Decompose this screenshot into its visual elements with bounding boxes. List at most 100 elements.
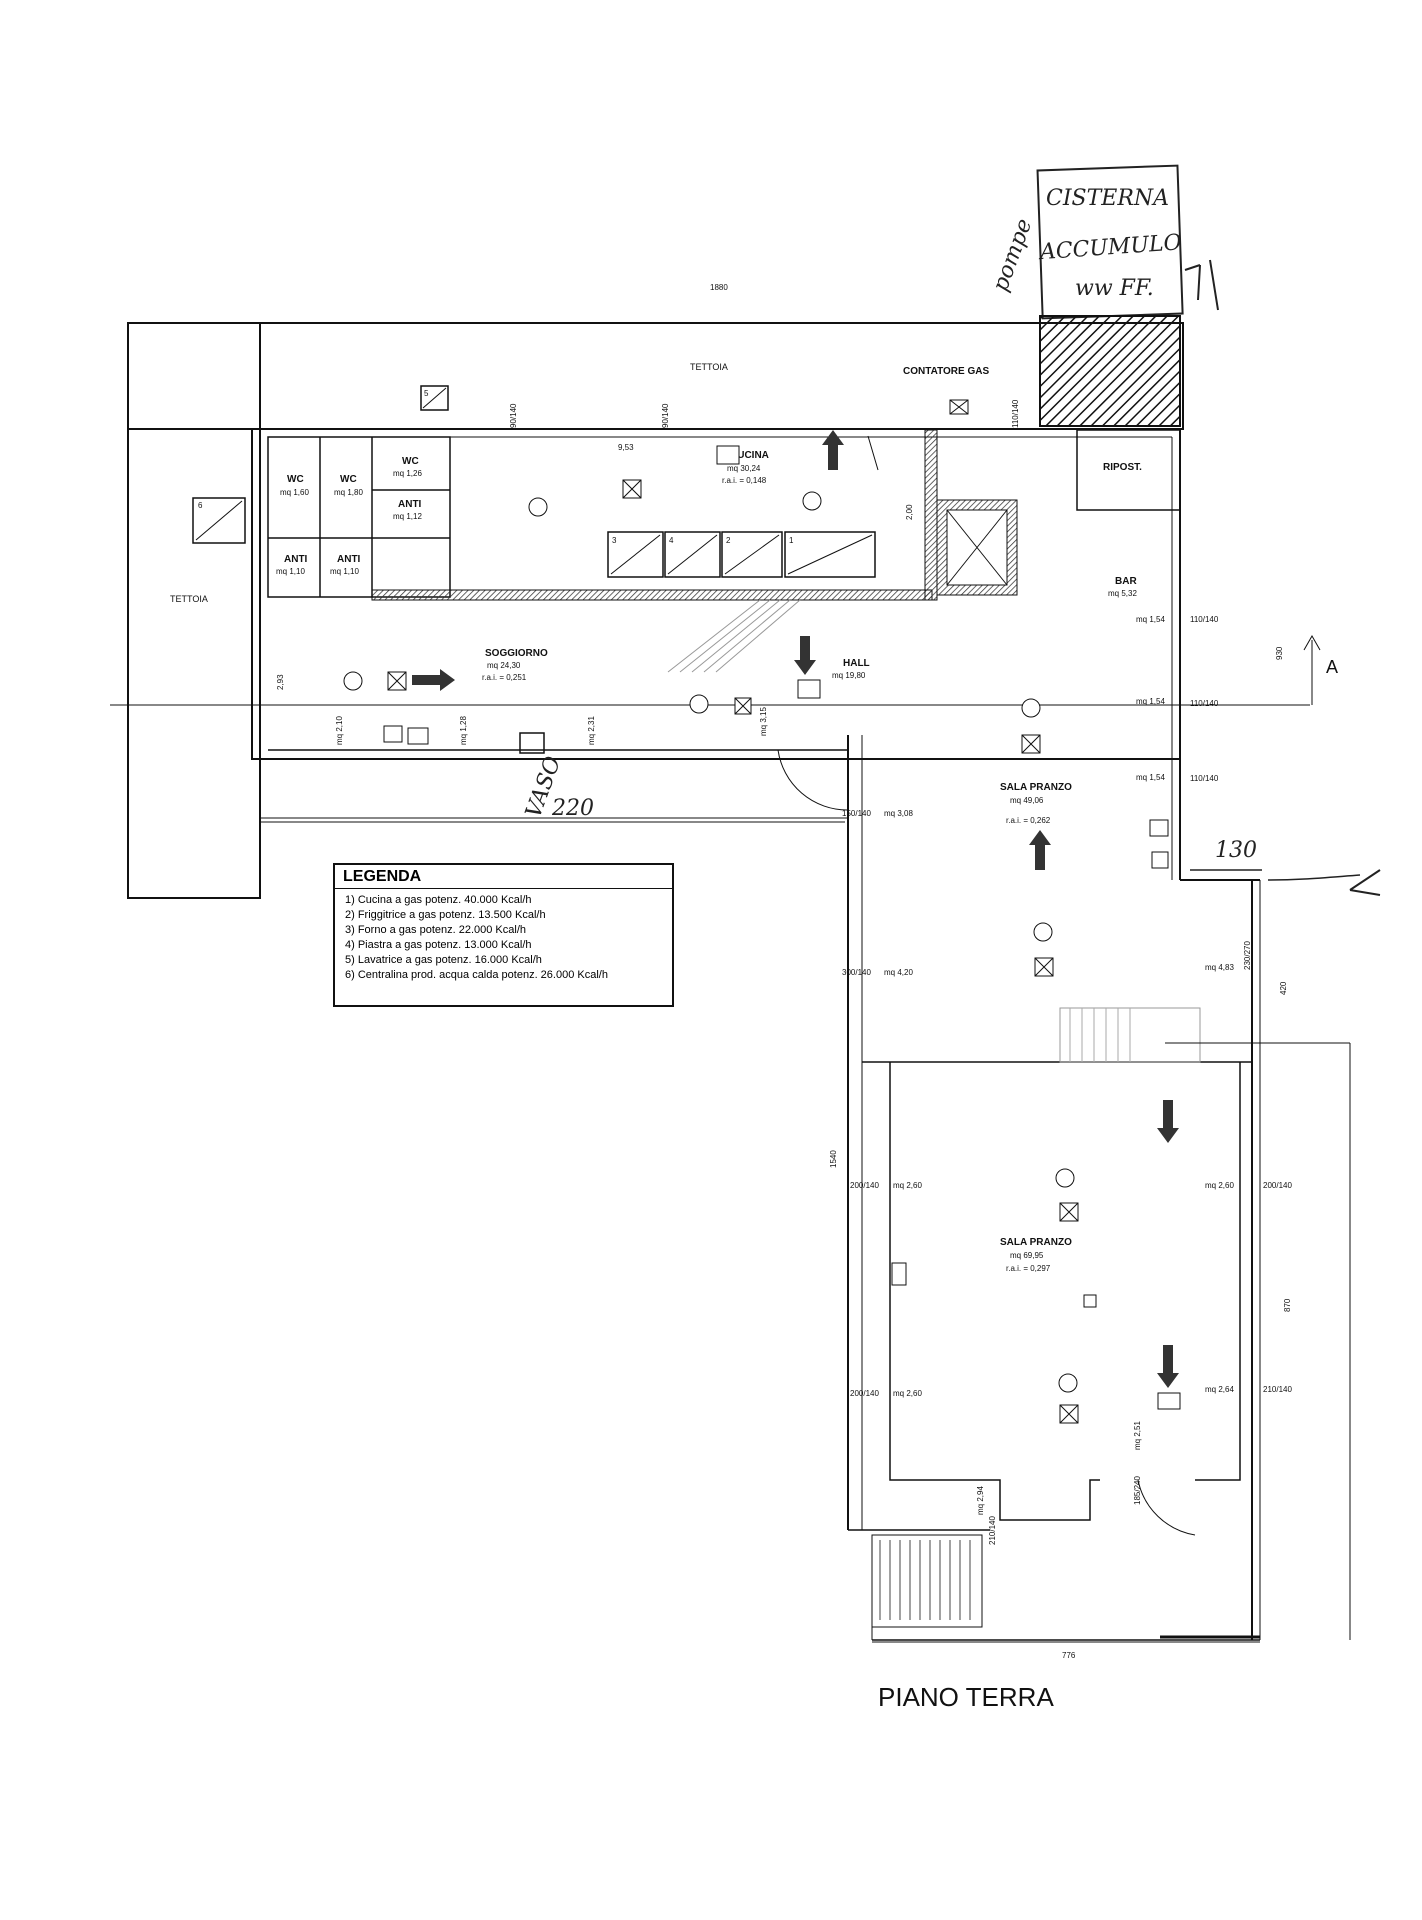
appliance-3: 3 <box>612 536 617 545</box>
soggiorno-rai: r.a.i. = 0,251 <box>482 673 527 682</box>
anti2-mq: mq 1,10 <box>276 567 305 576</box>
w200-140-a: 200/140 <box>850 1181 879 1190</box>
sala1-label: SALA PRANZO <box>1000 782 1072 793</box>
appliance-6-box <box>192 497 246 544</box>
contatore-gas-label: CONTATORE GAS <box>903 366 989 377</box>
dim-420: 420 <box>1279 981 1288 995</box>
sala2-label: SALA PRANZO <box>1000 1237 1072 1248</box>
dim-776: 776 <box>1062 1651 1076 1660</box>
cistern-label-3: ww FF. <box>1075 276 1154 301</box>
dim-930: 930 <box>1275 646 1284 660</box>
w110-140-c: 110/140 <box>1190 774 1219 783</box>
mq128: mq 1,28 <box>459 716 468 745</box>
w210-140-a: 210/140 <box>1263 1385 1292 1394</box>
dim-1880: 1880 <box>710 283 728 292</box>
smoke-detector-symbols <box>343 491 1078 1393</box>
w200-140-b: 200/140 <box>1263 1181 1292 1190</box>
mq154-c: mq 1,54 <box>1136 773 1165 782</box>
appliance-5-box <box>420 385 449 411</box>
dim-200: 2,00 <box>905 504 914 520</box>
sala2-rai: r.a.i. = 0,297 <box>1006 1264 1051 1273</box>
mq294: mq 2,94 <box>976 1486 985 1515</box>
section-label-a: A <box>1326 657 1338 677</box>
w110-140-top: 110/140 <box>1011 399 1020 428</box>
wc2-mq: mq 1,80 <box>334 488 363 497</box>
hall-label: HALL <box>843 658 870 669</box>
appliance-2: 2 <box>726 536 731 545</box>
soggiorno-label: SOGGIORNO <box>485 648 548 659</box>
plan-title: PIANO TERRA <box>878 1682 1054 1712</box>
vaso-dim: 220 <box>551 796 594 821</box>
legend-item: 1) Cucina a gas potenz. 40.000 Kcal/h <box>345 894 532 906</box>
tettoia-top-label: TETTOIA <box>690 362 728 372</box>
w185-240: 185/240 <box>1133 1476 1142 1505</box>
anti1-mq: mq 1,12 <box>393 512 422 521</box>
dim-130: 130 <box>1215 838 1257 863</box>
cistern-label-1: CISTERNA <box>1046 186 1169 211</box>
vent-symbols <box>387 479 1097 1424</box>
w230-270: 230/270 <box>1243 941 1252 970</box>
sala1-rai: r.a.i. = 0,262 <box>1006 816 1051 825</box>
bar-mq: mq 5,32 <box>1108 589 1137 598</box>
legend-item: 5) Lavatrice a gas potenz. 16.000 Kcal/h <box>345 954 542 966</box>
mq210: mq 2,10 <box>335 716 344 745</box>
anti3-mq: mq 1,10 <box>330 567 359 576</box>
mq260-c: mq 2,60 <box>893 1389 922 1398</box>
hall-mq: mq 19,80 <box>832 671 866 680</box>
dim-293: 2,93 <box>276 674 285 690</box>
wc3-label: WC <box>402 456 419 467</box>
door-arcs <box>777 435 1196 1536</box>
legend-item: 3) Forno a gas potenz. 22.000 Kcal/h <box>345 924 527 936</box>
exit-signs <box>383 445 1181 1410</box>
appliance-4: 4 <box>669 536 674 545</box>
w110-140-b: 110/140 <box>1190 699 1219 708</box>
hand-arrow-right: 130 <box>1190 838 1381 896</box>
mq420: mq 4,20 <box>884 968 913 977</box>
w90-140-b: 90/140 <box>661 403 670 428</box>
legend-item: 6) Centralina prod. acqua calda potenz. … <box>345 969 608 981</box>
mq251: mq 2,51 <box>1133 1421 1142 1450</box>
gas-meter-symbol <box>949 399 969 415</box>
dim-870: 870 <box>1283 1298 1292 1312</box>
cucina-mq: mq 30,24 <box>727 464 761 473</box>
wc2-label: WC <box>340 474 357 485</box>
wc3-mq: mq 1,26 <box>393 469 422 478</box>
w150-140: 150/140 <box>842 809 871 818</box>
bar-label: BAR <box>1115 576 1137 587</box>
sala2-mq: mq 69,95 <box>1010 1251 1044 1260</box>
tettoia-left-label: TETTOIA <box>170 594 208 604</box>
w90-140-a: 90/140 <box>509 403 518 428</box>
dim-1540: 1540 <box>829 1150 838 1168</box>
soggiorno-mq: mq 24,30 <box>487 661 521 670</box>
w200-140-c: 200/140 <box>850 1389 879 1398</box>
legend: LEGENDA 1) Cucina a gas potenz. 40.000 K… <box>333 863 674 1007</box>
mq231: mq 2,31 <box>587 716 596 745</box>
mq315: mq 3,15 <box>759 707 768 736</box>
mq154-a: mq 1,54 <box>1136 615 1165 624</box>
w300-140: 300/140 <box>842 968 871 977</box>
appliance-1: 1 <box>789 536 794 545</box>
mq308: mq 3,08 <box>884 809 913 818</box>
appliance-row <box>607 531 876 578</box>
mq260-b: mq 2,60 <box>1205 1181 1234 1190</box>
w110-140-a: 110/140 <box>1190 615 1219 624</box>
cucina-rai: r.a.i. = 0,148 <box>722 476 767 485</box>
sala1-mq: mq 49,06 <box>1010 796 1044 805</box>
vaso-note: VASO 220 <box>519 732 594 821</box>
ripost-label: RIPOST. <box>1103 462 1142 473</box>
mq260-a: mq 2,60 <box>893 1181 922 1190</box>
mq264: mq 2,64 <box>1205 1385 1234 1394</box>
mq154-b: mq 1,54 <box>1136 697 1165 706</box>
anti2-label: ANTI <box>284 554 308 565</box>
upper-block-walls <box>127 315 1184 899</box>
appliance-5: 5 <box>424 389 429 398</box>
w210-140-b: 210/140 <box>988 1516 997 1545</box>
cistern-note: CISTERNA ACCUMULO ww FF. pompe <box>988 164 1219 320</box>
appliance-6: 6 <box>198 501 203 510</box>
section-line-a: A 930 <box>110 634 1338 706</box>
legend-title: LEGENDA <box>335 865 672 889</box>
cucina-label: CUCINA <box>730 450 769 461</box>
direction-arrows <box>412 430 1179 1388</box>
wc1-label: WC <box>287 474 304 485</box>
